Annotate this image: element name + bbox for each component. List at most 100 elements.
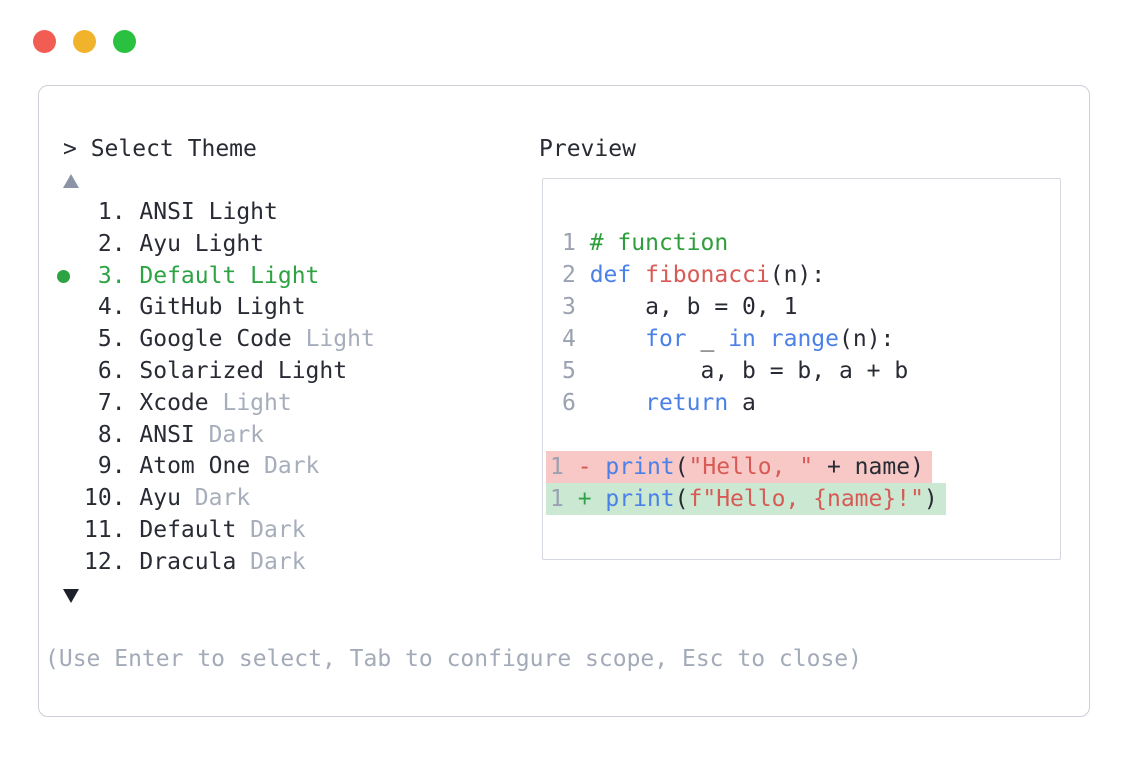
theme-item-number: 4. <box>84 294 140 321</box>
code-token: ) <box>923 486 938 512</box>
code-token <box>590 390 645 416</box>
theme-prompt: > Select Theme <box>63 136 257 162</box>
theme-item-number: 6. <box>84 357 140 384</box>
theme-item-name-suffix: Light <box>291 326 375 353</box>
theme-item-number: 2. <box>84 230 140 257</box>
theme-list-item[interactable]: 3. Default Light <box>39 261 529 293</box>
code-line: 1 # function <box>543 227 1060 259</box>
code-token: return <box>645 390 729 416</box>
theme-item-name: ANSI Light <box>139 199 278 225</box>
theme-item-number: 7. <box>84 389 140 416</box>
code-line: 4 for _ in range(n): <box>543 323 1060 355</box>
code-token: a <box>728 390 756 416</box>
theme-list-item[interactable]: 1. ANSI Light <box>39 197 529 229</box>
theme-item-number: 5. <box>84 326 140 353</box>
code-line: 5 a, b = b, a + b <box>543 355 1060 387</box>
line-number: 1 <box>562 230 590 256</box>
diff-line-removed: 1 - print("Hello, " + name) <box>543 451 1060 483</box>
theme-item-name: Default <box>139 516 237 543</box>
theme-list-item[interactable]: 10. Ayu Dark <box>39 483 529 515</box>
code-line: 3 a, b = 0, 1 <box>543 291 1060 323</box>
close-button[interactable] <box>33 30 56 53</box>
theme-item-name: Ayu Light <box>139 230 265 257</box>
line-number: 6 <box>562 390 590 416</box>
theme-list-item[interactable]: 2. Ayu Light <box>39 229 529 261</box>
theme-item-name: GitHub Light <box>139 294 306 321</box>
theme-item-name: Google Code <box>139 326 292 353</box>
theme-item-name: Default Light <box>139 262 320 289</box>
line-number: 1 <box>550 486 578 512</box>
code-token: ( <box>674 454 689 480</box>
code-token: # function <box>589 230 729 256</box>
theme-item-name: Xcode <box>139 389 209 416</box>
code-token: def <box>589 262 632 288</box>
line-number: 3 <box>562 294 590 320</box>
diff-line-added: 1 + print(f"Hello, {name}!") <box>543 483 1060 515</box>
code-token: range <box>769 326 839 352</box>
theme-item-number: 10. <box>84 485 140 512</box>
theme-item-name: Atom One <box>139 453 251 480</box>
code-token: ( <box>674 486 689 512</box>
theme-item-number: 12. <box>84 548 140 575</box>
theme-list-item[interactable]: 7. Xcode Light <box>39 388 529 420</box>
code-token: a, b = b, a + b <box>589 358 909 384</box>
line-number: 4 <box>562 326 590 352</box>
code-token: a, b = 0, 1 <box>589 294 798 320</box>
theme-item-name-suffix: Dark <box>194 421 265 448</box>
code-token: + name) <box>813 454 924 480</box>
scroll-down-icon[interactable] <box>63 589 79 603</box>
theme-list-item[interactable]: 5. Google Code Light <box>39 324 529 356</box>
theme-item-name: Ayu <box>139 485 181 512</box>
code-token: for <box>645 326 687 352</box>
code-token: (n): <box>839 326 895 352</box>
theme-list-item[interactable]: 12. Dracula Dark <box>39 547 529 579</box>
code-token <box>590 326 645 352</box>
theme-item-name: ANSI <box>139 421 195 448</box>
theme-item-number: 9. <box>84 453 140 480</box>
theme-item-name-suffix: Dark <box>236 516 306 543</box>
code-token: _ <box>686 326 729 352</box>
blank-line <box>543 419 1060 451</box>
theme-list-item[interactable]: 11. Default Dark <box>39 515 529 547</box>
selected-indicator-dot <box>57 269 70 283</box>
theme-item-name-suffix: Dark <box>236 548 306 575</box>
diff-sign: + <box>577 486 606 512</box>
theme-item-number: 3. <box>84 262 140 289</box>
help-text: (Use Enter to select, Tab to configure s… <box>45 646 862 672</box>
code-token: in <box>728 326 756 352</box>
preview-title: Preview <box>539 136 636 162</box>
theme-item-number: 1. <box>84 199 140 225</box>
theme-item-number: 11. <box>84 516 140 543</box>
theme-selector-window: > Select Theme Preview 1. ANSI Light 2. … <box>38 85 1090 717</box>
theme-list-item[interactable]: 9. Atom One Dark <box>39 451 529 483</box>
line-number: 2 <box>562 262 590 288</box>
code-line: 6 return a <box>543 387 1060 419</box>
theme-list-item[interactable]: 8. ANSI Dark <box>39 420 529 452</box>
theme-item-name-suffix: Light <box>208 389 292 416</box>
code-token: f"Hello, {name}!" <box>688 486 924 512</box>
code-token: "Hello, " <box>688 454 814 480</box>
theme-item-name-suffix: Dark <box>250 453 320 480</box>
zoom-button[interactable] <box>113 30 136 53</box>
scroll-up-icon[interactable] <box>63 174 79 188</box>
window-controls <box>33 30 136 53</box>
theme-item-name-suffix: Dark <box>180 485 251 512</box>
diff-highlight: 1 - print("Hello, " + name) <box>546 451 932 483</box>
code-token: print <box>605 486 675 512</box>
code-token <box>756 326 770 352</box>
line-number: 5 <box>562 358 590 384</box>
code-token: print <box>605 454 675 480</box>
code-token <box>631 262 645 288</box>
theme-list: 1. ANSI Light 2. Ayu Light 3. Default Li… <box>39 197 529 579</box>
line-number: 1 <box>550 454 578 480</box>
minimize-button[interactable] <box>73 30 96 53</box>
theme-item-name: Dracula <box>139 548 237 575</box>
theme-item-number: 8. <box>84 421 140 448</box>
diff-sign: - <box>577 454 606 480</box>
theme-list-item[interactable]: 6. Solarized Light <box>39 356 529 388</box>
theme-list-item[interactable]: 4. GitHub Light <box>39 292 529 324</box>
theme-item-name: Solarized Light <box>139 357 348 384</box>
code-token: (n): <box>769 262 826 288</box>
diff-highlight: 1 + print(f"Hello, {name}!") <box>546 483 946 515</box>
